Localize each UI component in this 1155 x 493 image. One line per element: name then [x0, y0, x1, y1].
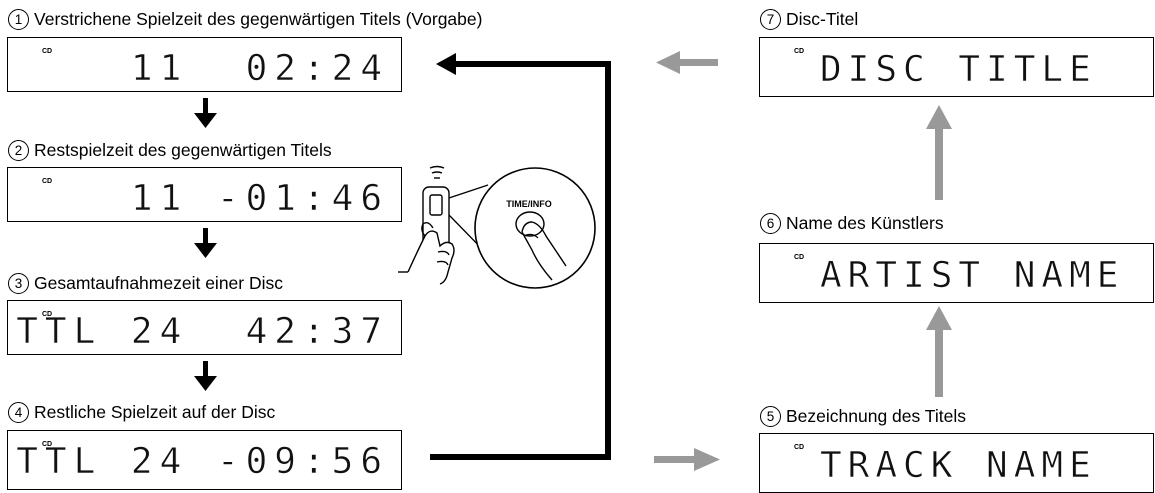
cd-indicator: CD — [42, 441, 53, 448]
cd-indicator: CD — [794, 254, 805, 261]
step-3-caption-text: Gesamtaufnahmezeit einer Disc — [34, 273, 283, 293]
lcd-display-1: CD 11 02:24 — [7, 37, 402, 92]
time-info-zoom: TIME/INFO — [474, 167, 596, 289]
step-number-2: 2 — [8, 139, 29, 161]
lcd-display-7: CD DISC TITLE — [759, 37, 1154, 97]
lcd-readout-4: TTL 24 -09:56 — [16, 441, 389, 483]
lcd-display-2: CD 11 -01:46 — [7, 167, 402, 222]
step-5-caption-text: Bezeichnung des Titels — [786, 406, 966, 426]
step-2-caption: 2 Restspielzeit des gegenwärtigen Titels — [8, 139, 332, 161]
lcd-readout-6: ARTIST NAME — [820, 255, 1125, 297]
step-3-caption: 3 Gesamtaufnahmezeit einer Disc — [8, 272, 283, 294]
down-arrow-2-3 — [194, 228, 217, 258]
remote-control-icon — [398, 165, 455, 285]
step-5-caption: 5 Bezeichnung des Titels — [760, 405, 966, 427]
lcd-readout-2: 11 -01:46 — [130, 178, 389, 220]
pressing-finger-icon — [521, 221, 567, 281]
cd-indicator: CD — [42, 311, 53, 318]
lcd-readout-5: TRACK NAME — [820, 445, 1097, 487]
time-info-label: TIME/INFO — [506, 199, 552, 209]
gray-arrow-from-step-7 — [656, 51, 718, 74]
step-number-3: 3 — [8, 272, 29, 294]
down-arrow-1-2 — [194, 98, 217, 128]
step-2-caption-text: Restspielzeit des gegenwärtigen Titels — [34, 140, 332, 160]
step-6-caption-text: Name des Künstlers — [786, 213, 944, 233]
cd-indicator: CD — [42, 178, 53, 185]
fingernail-icon — [523, 233, 539, 239]
step-number-6: 6 — [760, 212, 781, 234]
step-number-1: 1 — [8, 8, 29, 30]
lcd-readout-7: DISC TITLE — [820, 49, 1097, 91]
step-4-caption: 4 Restliche Spielzeit auf der Disc — [8, 401, 275, 423]
step-number-7: 7 — [760, 8, 781, 30]
time-info-button — [515, 211, 545, 237]
lcd-display-4: CD TTL 24 -09:56 — [7, 430, 402, 490]
loop-back-arrow — [430, 53, 611, 460]
step-4-caption-text: Restliche Spielzeit auf der Disc — [34, 402, 276, 422]
lcd-readout-1: 11 02:24 — [130, 48, 389, 90]
lcd-display-3: CD TTL 24 42:37 — [7, 300, 402, 355]
cd-indicator: CD — [794, 444, 805, 451]
step-6-caption: 6 Name des Künstlers — [760, 212, 944, 234]
lcd-readout-3: TTL 24 42:37 — [16, 311, 389, 353]
gray-arrow-5-to-6 — [926, 306, 952, 397]
step-1-caption-text: Verstrichene Spielzeit des gegenwärtigen… — [34, 9, 483, 29]
cd-indicator: CD — [794, 48, 805, 55]
step-7-caption: 7 Disc-Titel — [760, 8, 858, 30]
zoom-connector-top — [448, 184, 489, 199]
step-1-caption: 1 Verstrichene Spielzeit des gegenwärtig… — [8, 8, 482, 30]
gray-arrow-6-to-7 — [926, 105, 952, 200]
step-number-4: 4 — [8, 401, 29, 423]
step-number-5: 5 — [760, 405, 781, 427]
lcd-display-5: CD TRACK NAME — [759, 433, 1154, 493]
down-arrow-3-4 — [194, 361, 217, 391]
cd-indicator: CD — [42, 48, 53, 55]
lcd-display-6: CD ARTIST NAME — [759, 243, 1154, 303]
gray-arrow-to-step-5 — [654, 448, 720, 471]
step-7-caption-text: Disc-Titel — [786, 9, 859, 29]
